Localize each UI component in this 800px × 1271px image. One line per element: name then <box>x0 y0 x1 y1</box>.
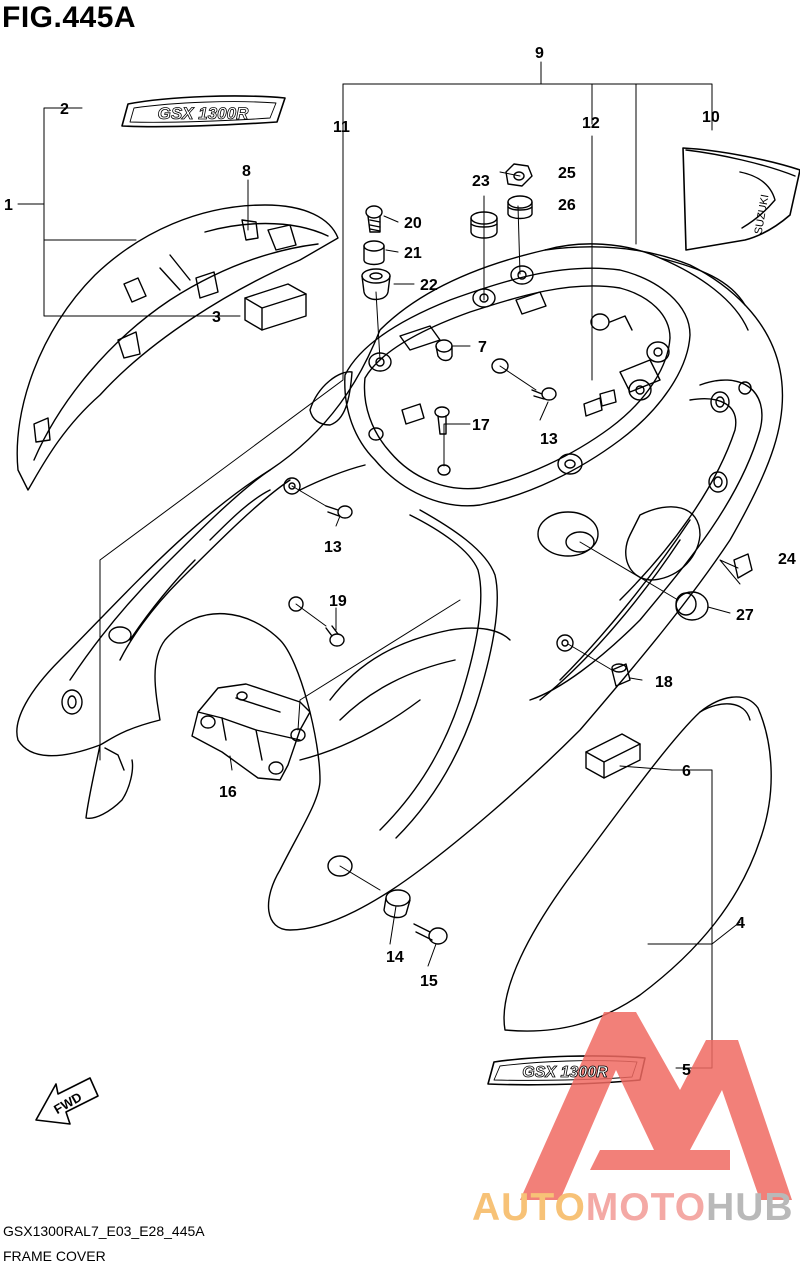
callout-2: 2 <box>60 101 69 118</box>
watermark-part3: HUB <box>706 1186 794 1229</box>
callout-14: 14 <box>386 949 404 966</box>
callout-8: 8 <box>242 163 251 180</box>
clip-24 <box>733 553 753 579</box>
screw-19 <box>325 625 345 647</box>
callout-20: 20 <box>404 215 422 232</box>
callout-11: 11 <box>333 119 350 136</box>
callout-23: 23 <box>472 173 490 190</box>
callout-3: 3 <box>212 309 221 326</box>
emblem-bottom-text: GSX 1300R <box>522 1064 608 1081</box>
callout-1: 1 <box>4 197 13 214</box>
cushion-pad-right <box>585 733 641 779</box>
callout-15: 15 <box>420 973 438 990</box>
callout-26: 26 <box>558 197 576 214</box>
callout-5: 5 <box>682 1062 691 1079</box>
grommet-14 <box>383 889 411 919</box>
callout-21: 21 <box>404 245 422 262</box>
forward-arrow-icon <box>35 1077 99 1125</box>
callout-4: 4 <box>736 915 745 932</box>
screw-13-top <box>531 387 557 401</box>
figure-name: FRAME COVER <box>3 1248 106 1264</box>
grommet-27 <box>675 591 709 621</box>
callout-24: 24 <box>778 551 796 568</box>
watermark-part2: MOTO <box>585 1186 707 1229</box>
cushion-pad <box>244 283 307 331</box>
screw-15 <box>413 923 448 945</box>
push-rivet-17 <box>434 406 450 435</box>
watermark-text: AUTOMOTOHUB <box>472 1185 794 1231</box>
left-frame-cover <box>16 204 339 491</box>
collar-21 <box>363 240 385 266</box>
nut-25 <box>505 163 533 187</box>
callout-9: 9 <box>535 45 544 62</box>
emblem-top-badge <box>121 95 286 128</box>
callout-13a: 13 <box>540 431 558 448</box>
callout-7: 7 <box>478 339 487 356</box>
callout-16: 16 <box>219 784 237 801</box>
figure-title: FIG.445A <box>2 1 137 34</box>
bracket <box>191 683 311 781</box>
watermark-part1: AUTO <box>472 1186 586 1229</box>
callout-19: 19 <box>329 593 347 610</box>
tail-badge-cover <box>682 147 800 251</box>
callout-17: 17 <box>472 417 490 434</box>
callout-25: 25 <box>558 165 576 182</box>
callout-27: 27 <box>736 607 754 624</box>
callout-10: 10 <box>702 109 720 126</box>
leader-lines <box>17 61 741 1069</box>
grommet-18 <box>611 663 631 687</box>
callout-18: 18 <box>655 674 673 691</box>
screw-20 <box>365 205 383 233</box>
callout-labels: 1 2 3 4 5 6 7 8 9 10 11 12 13 13 14 15 1… <box>4 45 796 1079</box>
grommet-7 <box>435 339 453 362</box>
callout-6: 6 <box>682 763 691 780</box>
model-code: GSX1300RAL7_E03_E28_445A <box>3 1223 205 1239</box>
callout-12: 12 <box>582 115 600 132</box>
grommet-22 <box>361 268 391 301</box>
callout-22: 22 <box>420 277 438 294</box>
emblem-top-text: GSX 1300R <box>158 104 249 123</box>
grommet-26 <box>507 195 533 220</box>
main-frame-cover <box>16 243 784 931</box>
tail-badge-text: SUZUKI <box>753 194 772 236</box>
right-frame-cover <box>503 696 772 1032</box>
callout-13b: 13 <box>324 539 342 556</box>
fwd-label: FWD <box>51 1089 84 1117</box>
screw-13-left <box>325 505 353 519</box>
watermark-logo-icon <box>520 1012 792 1200</box>
grommet-large <box>537 511 599 557</box>
